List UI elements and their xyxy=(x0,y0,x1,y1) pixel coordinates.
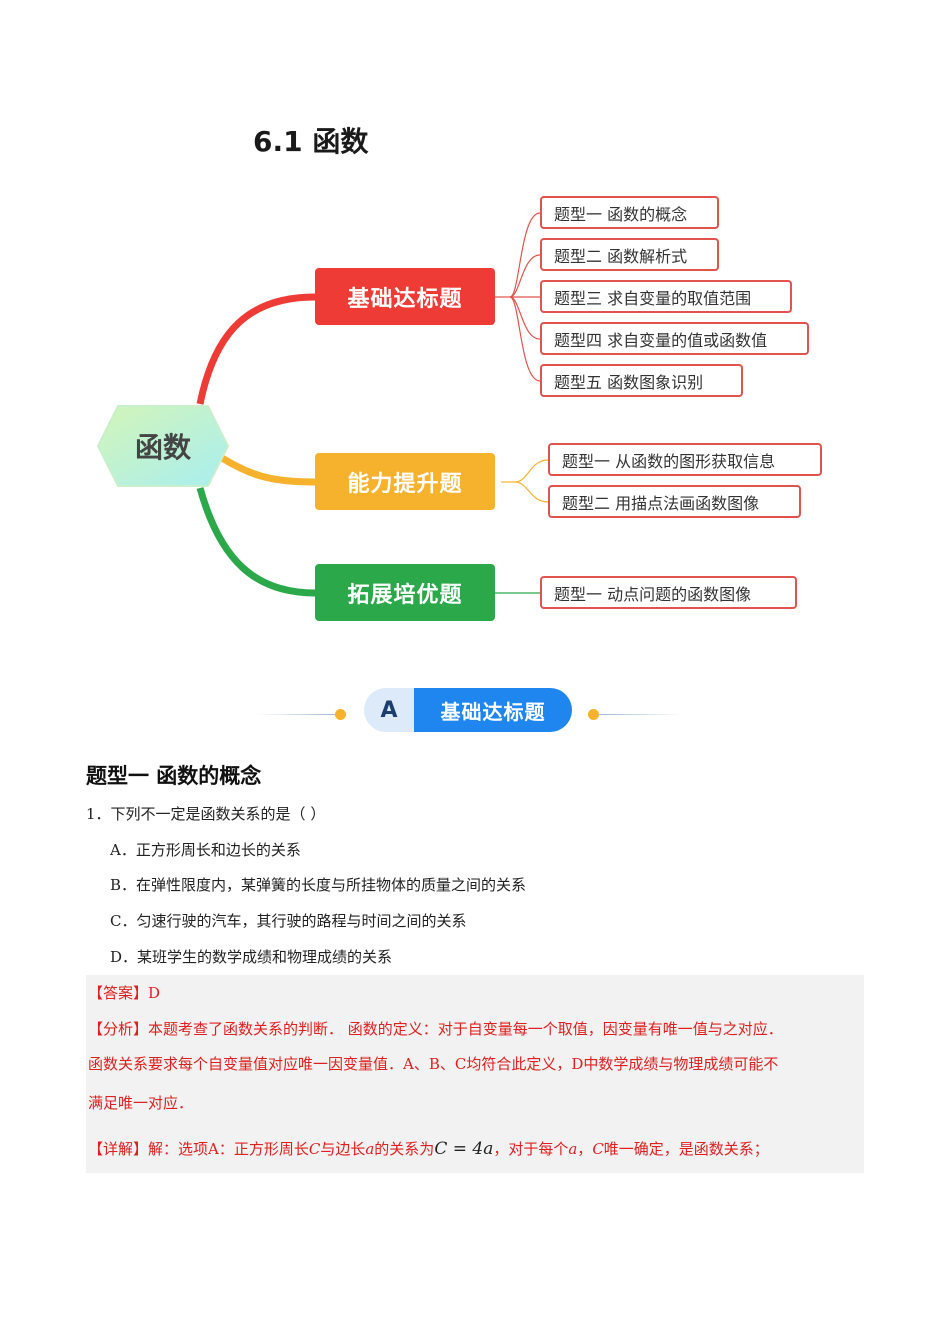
banner-dot-right xyxy=(588,709,599,720)
detail-comma: ， xyxy=(577,1140,593,1158)
leaf-basic-4: 题型四 求自变量的值或函数值 xyxy=(540,322,809,355)
banner-letter: A xyxy=(364,688,414,732)
detail-var-a: a xyxy=(365,1140,375,1158)
banner-label: 基础达标题 xyxy=(414,688,572,732)
answer-line: 【答案】D xyxy=(88,984,161,1002)
detail-prefix: 【详解】解：选项A：正方形周长 xyxy=(88,1140,309,1158)
detail-suffix: 唯一确定，是函数关系； xyxy=(603,1140,769,1158)
analysis-line-3: 满足唯一对应． xyxy=(88,1094,194,1112)
category-ability: 能力提升题 xyxy=(315,453,495,510)
option-c: C．匀速行驶的汽车，其行驶的路程与时间之间的关系 xyxy=(110,912,467,930)
section-banner: A 基础达标题 xyxy=(364,688,572,732)
hexagon-shape xyxy=(96,405,230,487)
answer-box xyxy=(86,975,864,1173)
category-basic: 基础达标题 xyxy=(315,268,495,325)
question-stem: 1．下列不一定是函数关系的是（ ） xyxy=(86,805,326,823)
page-title: 6.1 函数 xyxy=(253,125,369,158)
leaf-basic-3: 题型三 求自变量的取值范围 xyxy=(540,280,792,313)
detail-mid-2: 的关系为 xyxy=(374,1140,435,1158)
option-b: B．在弹性限度内，某弹簧的长度与所挂物体的质量之间的关系 xyxy=(110,876,527,894)
leaf-basic-2: 题型二 函数解析式 xyxy=(540,238,719,271)
banner-dot-left xyxy=(335,709,346,720)
detail-var-c2: C xyxy=(592,1140,604,1158)
option-d: D．某班学生的数学成绩和物理成绩的关系 xyxy=(110,948,393,966)
detail-var-c: C xyxy=(308,1140,321,1158)
category-extension: 拓展培优题 xyxy=(315,564,495,621)
detail-mid-3: ，对于每个 xyxy=(493,1140,569,1158)
mind-map-connectors xyxy=(196,212,549,597)
analysis-line-1: 【分析】本题考查了函数关系的判断． 函数的定义：对于自变量每一个取值，因变量有唯… xyxy=(88,1020,783,1038)
leaf-basic-1: 题型一 函数的概念 xyxy=(540,196,719,229)
leaf-extension-1: 题型一 动点问题的函数图像 xyxy=(540,576,797,609)
leaf-ability-2: 题型二 用描点法画函数图像 xyxy=(548,485,801,518)
mind-map: 函数 基础达标题 能力提升题 拓展培优题 题型一 函数的概念 题型二 函数解析式… xyxy=(0,0,950,660)
root-node: 函数 xyxy=(96,404,230,488)
leaf-basic-5: 题型五 函数图象识别 xyxy=(540,364,743,397)
banner-line-left xyxy=(256,714,336,715)
root-label: 函数 xyxy=(134,431,191,464)
banner-line-right xyxy=(598,714,682,715)
option-a: A．正方形周长和边长的关系 xyxy=(110,841,301,859)
detail-formula: C = 4a xyxy=(434,1139,494,1159)
analysis-line-2: 函数关系要求每个自变量值对应唯一因变量值．A、B、C均符合此定义，D中数学成绩与… xyxy=(88,1055,779,1073)
section-heading: 题型一 函数的概念 xyxy=(86,764,262,788)
detail-mid-1: 与边长 xyxy=(320,1140,366,1158)
detail-var-a2: a xyxy=(568,1140,578,1158)
leaf-ability-1: 题型一 从函数的图形获取信息 xyxy=(548,443,822,476)
detail-line: 【详解】解：选项A：正方形周长C与边长a的关系为C = 4a，对于每个a，C唯一… xyxy=(88,1138,769,1159)
